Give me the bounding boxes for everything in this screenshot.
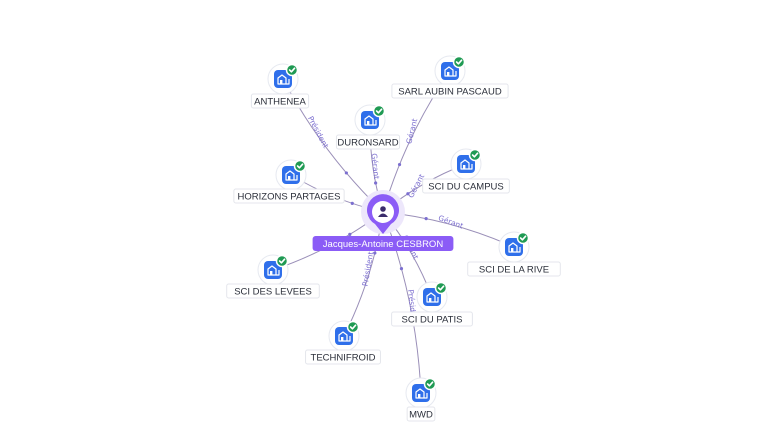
edge-arrow-mwd: [399, 266, 404, 271]
company-node-sci-levees[interactable]: SCI DES LEVEES: [226, 254, 320, 299]
label-box: [250, 93, 310, 109]
building-icon: [277, 74, 290, 85]
verified-check-icon: [452, 55, 466, 69]
company-name: SCI DE LA RIVE: [479, 265, 549, 276]
company-label[interactable]: ANTHENEA: [250, 93, 310, 109]
center-person-name: Jacques-Antoine CESBRON: [323, 239, 444, 250]
company-name: ANTHENEA: [254, 97, 306, 108]
company-name: TECHNIFROID: [311, 353, 376, 364]
company-label[interactable]: SCI DU CAMPUS: [422, 178, 510, 194]
company-name: SCI DU PATIS: [402, 315, 463, 326]
edge-arrow-sci-rive: [424, 217, 428, 221]
company-label[interactable]: MWD: [406, 406, 436, 422]
company-node-sci-rive[interactable]: SCI DE LA RIVE: [467, 231, 561, 277]
company-name: SARL AUBIN PASCAUD: [398, 87, 502, 98]
verified-check-icon: [275, 254, 289, 268]
edge-role-label: Présid: [406, 289, 417, 313]
label-box: [226, 283, 320, 299]
label-box: [422, 178, 510, 194]
edge-mwd: [382, 211, 422, 394]
label-box: [335, 134, 401, 150]
building-icon: [426, 292, 439, 303]
company-node-duronsard[interactable]: DURONSARD: [335, 104, 401, 150]
verified-check-icon: [346, 320, 360, 334]
company-label[interactable]: DURONSARD: [335, 134, 401, 150]
verified-check-icon: [468, 148, 482, 162]
company-label[interactable]: SCI DE LA RIVE: [467, 261, 561, 277]
company-label[interactable]: SARL AUBIN PASCAUD: [391, 83, 509, 99]
edge-arrow-duronsard: [374, 181, 378, 185]
building-icon: [364, 115, 377, 126]
building-icon: [444, 66, 457, 77]
edge-arrow-sci-campus: [406, 192, 410, 196]
label-box: [391, 311, 473, 327]
edge-role-label: Gérant: [369, 153, 381, 180]
edge-arrow-technifroid: [373, 251, 377, 255]
building-icon: [415, 388, 428, 399]
edge-arrow-sarl-aubin: [397, 162, 402, 167]
company-label[interactable]: SCI DES LEVEES: [226, 283, 320, 299]
company-label[interactable]: HORIZONS PARTAGES: [233, 188, 345, 204]
company-name: SCI DU CAMPUS: [428, 182, 503, 193]
company-node-sci-patis[interactable]: SCI DU PATIS: [391, 281, 473, 327]
company-node-mwd[interactable]: MWD: [405, 377, 437, 422]
nodes-layer: ANTHENEA DURONSARD SARL AUBIN PASCAUD HORIZ…: [226, 55, 561, 422]
company-node-anthenea[interactable]: ANTHENEA: [250, 63, 310, 109]
edge-role-label: Président: [306, 115, 330, 150]
building-icon: [285, 170, 298, 181]
company-name: SCI DES LEVEES: [234, 287, 312, 298]
company-node-horizons[interactable]: HORIZONS PARTAGES: [233, 159, 345, 204]
edges-layer: PrésidentGérantGérantGérantGérantGérantP…: [272, 70, 515, 394]
label-box: [391, 83, 509, 99]
building-icon: [338, 331, 351, 342]
company-name: MWD: [409, 410, 433, 421]
verified-check-icon: [434, 281, 448, 295]
company-label[interactable]: SCI DU PATIS: [391, 311, 473, 327]
company-name: HORIZONS PARTAGES: [238, 192, 341, 203]
company-node-sci-campus[interactable]: SCI DU CAMPUS: [422, 148, 510, 194]
label-box: [305, 349, 381, 365]
center-person-node[interactable]: Jacques-Antoine CESBRON: [312, 190, 454, 251]
edge-arrow-anthenea: [344, 171, 348, 175]
company-label[interactable]: TECHNIFROID: [305, 349, 381, 365]
edge-role-label: Président: [360, 251, 375, 287]
verified-check-icon: [293, 159, 307, 173]
verified-check-icon: [372, 104, 386, 118]
company-name: DURONSARD: [337, 138, 398, 149]
center-inner: [372, 201, 394, 223]
company-node-sarl-aubin[interactable]: SARL AUBIN PASCAUD: [391, 55, 509, 99]
label-box: [406, 406, 436, 422]
edge-role-label: Gérant: [437, 213, 464, 230]
center-name-box: [312, 236, 454, 251]
building-icon: [460, 159, 473, 170]
verified-check-icon: [285, 63, 299, 77]
verified-check-icon: [516, 231, 530, 245]
person-icon: [378, 206, 388, 217]
edge-arrow-horizons: [350, 201, 354, 205]
building-icon: [267, 265, 280, 276]
label-box: [467, 261, 561, 277]
verified-check-icon: [423, 377, 437, 391]
edge-arrow-sci-levees: [348, 232, 352, 236]
company-node-technifroid[interactable]: TECHNIFROID: [305, 320, 381, 365]
edge-role-label: Gérant: [404, 118, 419, 145]
label-box: [233, 188, 345, 204]
building-icon: [508, 242, 521, 253]
